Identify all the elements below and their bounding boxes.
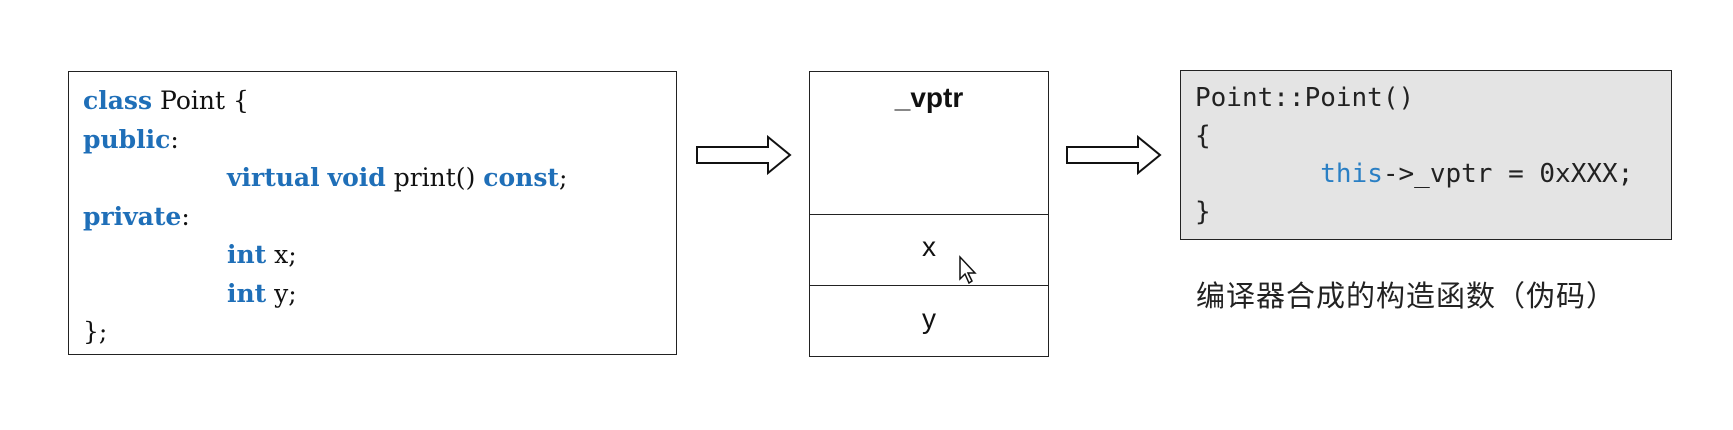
method-print: print(): [385, 163, 484, 192]
class-code: class Point { public: virtual void print…: [83, 86, 568, 346]
class-definition-box: class Point { public: virtual void print…: [68, 71, 677, 355]
keyword-private: private: [83, 201, 182, 231]
right-arrow-icon: [1066, 135, 1162, 175]
member-y-slot: y: [922, 303, 936, 334]
keyword-void: void: [327, 163, 386, 192]
right-arrow-icon: [696, 135, 792, 175]
member-x-slot: x: [810, 215, 1048, 286]
constructor-pseudocode-box: Point::Point() { this->_vptr = 0xXXX; }: [1180, 70, 1672, 240]
class-header-text: Point {: [152, 86, 249, 115]
vptr-slot: _vptr: [810, 72, 1048, 215]
mouse-cursor-icon: [959, 255, 977, 285]
member-x: x;: [266, 240, 297, 269]
keyword-public: public: [83, 124, 171, 154]
keyword-int-x: int: [227, 240, 267, 269]
keyword-const: const: [483, 163, 559, 192]
member-y: y;: [266, 278, 297, 308]
object-memory-layout: _vptr x y: [809, 71, 1049, 357]
keyword-virtual: virtual: [227, 163, 320, 192]
keyword-int-y: int: [227, 278, 267, 308]
class-close: };: [83, 317, 108, 346]
public-colon: :: [170, 124, 179, 154]
constructor-code: Point::Point() { this->_vptr = 0xXXX; }: [1195, 79, 1633, 231]
keyword-class: class: [83, 86, 153, 115]
ctor-signature: Point::Point(): [1195, 83, 1415, 113]
ctor-open-brace: {: [1195, 121, 1211, 151]
constructor-caption: 编译器合成的构造函数（伪码）: [1196, 279, 1617, 313]
ctor-close-brace: }: [1195, 197, 1211, 227]
vptr-assignment: ->_vptr = 0xXXX;: [1382, 159, 1634, 189]
private-colon: :: [181, 201, 190, 231]
keyword-this: this: [1320, 159, 1383, 189]
